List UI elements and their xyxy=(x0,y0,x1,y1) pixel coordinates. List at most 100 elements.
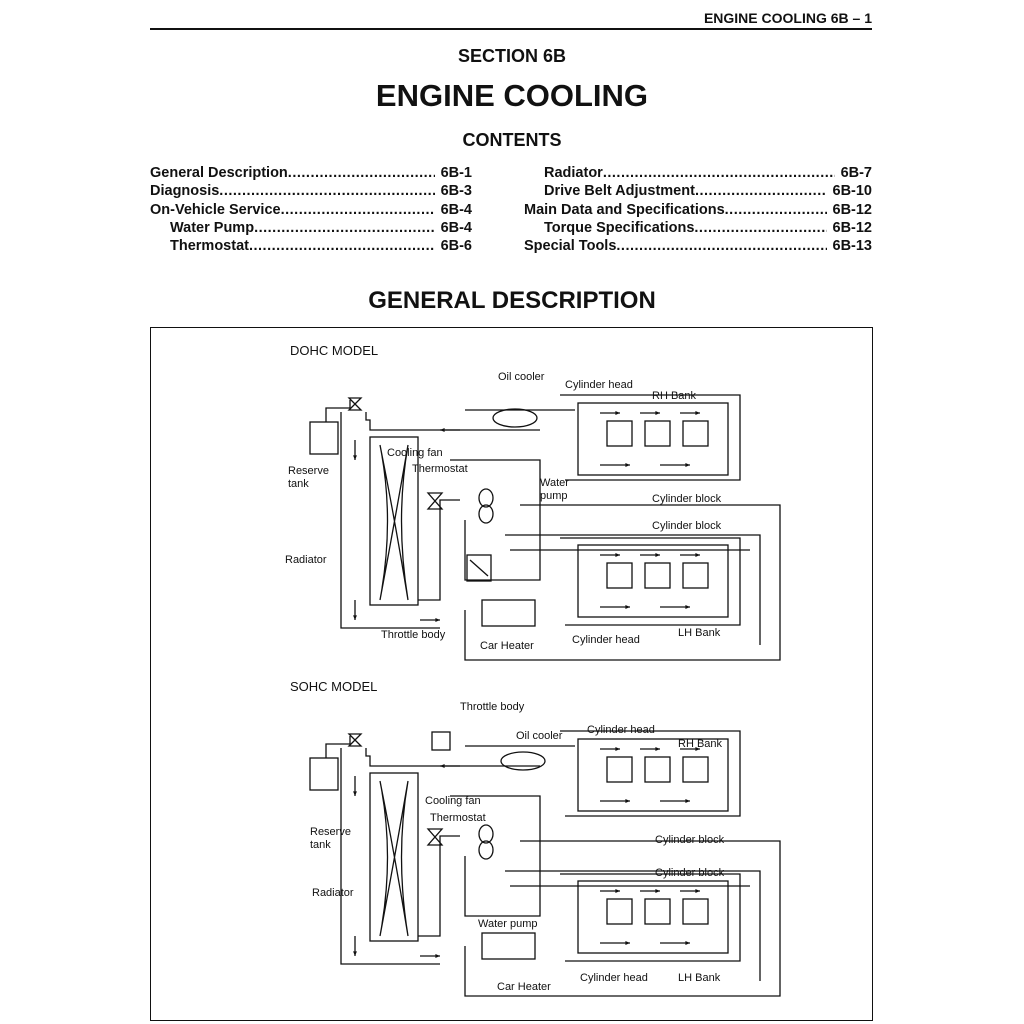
flow-arrowhead xyxy=(440,428,445,432)
flow-arrowhead xyxy=(625,463,630,467)
toc-entry[interactable]: Torque Specifications6B-12 xyxy=(524,219,872,237)
radiator-top-pipe xyxy=(365,748,540,767)
radiator-core xyxy=(369,772,419,942)
reserve-hose xyxy=(325,736,351,758)
flow-arrowhead xyxy=(615,889,620,893)
page-title: ENGINE COOLING xyxy=(375,78,649,113)
diagram-label: Oil cooler xyxy=(516,730,563,742)
flow-arrowhead xyxy=(435,954,440,958)
toc-title: Drive Belt Adjustment xyxy=(544,183,695,200)
throttle-plate xyxy=(469,559,489,577)
diagram-label: Cylinder head xyxy=(565,379,633,391)
block-jacket xyxy=(560,873,741,962)
thermostat-icon xyxy=(426,828,444,846)
diagram-label: Throttle body xyxy=(381,629,446,641)
flow-arrowhead xyxy=(353,791,357,796)
flow-arrowhead xyxy=(695,553,700,557)
reserve-tank xyxy=(309,421,339,455)
toc-page: 6B-4 xyxy=(440,201,472,218)
toc-page: 6B-10 xyxy=(832,183,873,200)
cylinder xyxy=(682,898,709,925)
diagram-label: Thermostat xyxy=(412,463,468,475)
toc-page: 6B-1 xyxy=(440,165,472,181)
radiator-outer xyxy=(340,748,440,965)
toc-entry[interactable]: Main Data and Specifications6B-12 xyxy=(524,201,872,219)
toc-title: Radiator xyxy=(544,165,603,181)
radiator-top-pipe xyxy=(365,412,540,431)
thermostat-icon xyxy=(426,492,444,510)
diagram-label: Cooling fan xyxy=(387,447,443,459)
flow-arrowhead xyxy=(353,951,357,956)
diagram-label: Cylinder block xyxy=(655,834,725,846)
diagram-label: Reserve xyxy=(288,465,329,477)
pump-housing xyxy=(450,795,541,917)
return-pipe xyxy=(464,840,781,997)
cooling-fan-icon xyxy=(379,444,409,601)
cylinder xyxy=(644,562,671,589)
water-pump-icon xyxy=(478,488,494,508)
toc-entry[interactable]: Diagnosis 6B-3 xyxy=(150,182,472,200)
diagram-label: tank xyxy=(288,478,309,490)
toc-page: 6B-13 xyxy=(832,238,873,255)
toc-title: Torque Specifications xyxy=(544,219,695,236)
water-pump-icon xyxy=(478,840,494,860)
flow-arrowhead xyxy=(353,615,357,620)
rh-bank-cylinder-head xyxy=(577,738,729,812)
radiator-cap-icon xyxy=(347,733,363,747)
toc-entry[interactable]: General Description6B-1 xyxy=(150,164,472,182)
toc-entry[interactable]: Drive Belt Adjustment 6B-10 xyxy=(524,182,872,200)
flow-arrowhead xyxy=(685,605,690,609)
toc-entry[interactable]: Thermostat6B-6 xyxy=(150,237,472,255)
diagram-label: Water pump xyxy=(478,918,538,930)
reserve-tank xyxy=(309,757,339,791)
toc-page: 6B-6 xyxy=(440,238,472,255)
reserve-hose xyxy=(325,400,351,422)
toc-entry[interactable]: On-Vehicle Service6B-4 xyxy=(150,201,472,219)
toc-title: Diagnosis xyxy=(150,183,220,200)
toc-entry[interactable]: Water Pump6B-4 xyxy=(150,219,472,237)
toc-page: 6B-3 xyxy=(440,183,472,200)
diagram-label: RH Bank xyxy=(652,390,697,402)
diagram-label: Oil cooler xyxy=(498,371,545,383)
flow-arrowhead xyxy=(615,747,620,751)
diagram-label: tank xyxy=(310,839,331,851)
diagram-label: Cylinder block xyxy=(652,520,722,532)
lh-bank-cylinder-head xyxy=(577,880,729,954)
flow-arrowhead xyxy=(625,799,630,803)
toc-entry[interactable]: Special Tools6B-13 xyxy=(524,237,872,255)
diagram-label: Cylinder head xyxy=(572,634,640,646)
flow-arrowhead xyxy=(655,889,660,893)
radiator-cap-icon xyxy=(347,397,363,411)
return-pipe xyxy=(464,504,781,661)
flow-arrowhead xyxy=(695,411,700,415)
flow-arrowhead xyxy=(685,799,690,803)
flow-arrowhead xyxy=(615,553,620,557)
flow-arrowhead xyxy=(440,764,445,768)
toc-page: 6B-12 xyxy=(832,201,873,218)
pump-housing xyxy=(450,459,541,581)
flow-arrowhead xyxy=(655,411,660,415)
diagram-label: pump xyxy=(540,490,568,502)
car-heater xyxy=(481,932,536,960)
flow-arrowhead xyxy=(353,455,357,460)
cylinder xyxy=(606,562,633,589)
diagram-label: Radiator xyxy=(285,554,327,566)
water-pump-icon xyxy=(478,824,494,844)
flow-arrowhead xyxy=(685,463,690,467)
flow-arrowhead xyxy=(695,889,700,893)
cylinder xyxy=(682,420,709,447)
toc-entry[interactable]: Radiator6B-7 xyxy=(524,164,872,182)
bypass-pipe xyxy=(505,534,761,645)
diagram-label: Cylinder head xyxy=(580,972,648,984)
cylinder xyxy=(682,756,709,783)
flow-arrowhead xyxy=(625,941,630,945)
cylinder xyxy=(606,898,633,925)
running-header: ENGINE COOLING 6B – 1 xyxy=(150,10,872,30)
block-jacket xyxy=(560,730,741,817)
cylinder xyxy=(644,756,671,783)
diagram-label: RH Bank xyxy=(678,738,723,750)
water-pump-icon xyxy=(478,504,494,524)
cooling-diagram-frame xyxy=(150,327,873,1021)
